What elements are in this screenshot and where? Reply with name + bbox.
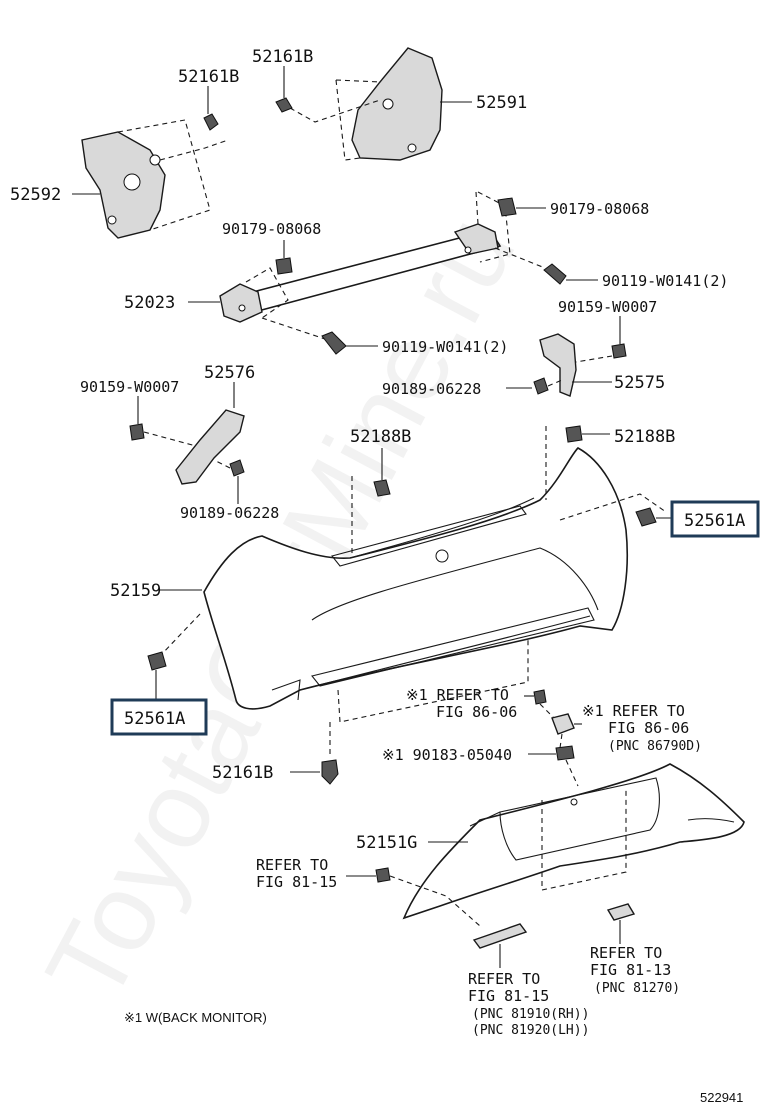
screw-90159-left[interactable]	[129, 423, 145, 441]
retainer-52576[interactable]	[175, 409, 245, 485]
clip-90189-right[interactable]	[533, 377, 549, 395]
refer-81-15-a-line1: REFER TO	[256, 856, 328, 874]
label-90119-left[interactable]: 90119-W0141(2)	[382, 338, 508, 356]
clip-52161b-left[interactable]	[203, 113, 219, 131]
label-52561a-right[interactable]: 52561A	[684, 511, 745, 531]
label-52159[interactable]: 52159	[110, 581, 161, 601]
label-52561a-left[interactable]: 52561A	[124, 709, 185, 729]
refer-86-06-a-line2: FIG 86-06	[436, 703, 517, 721]
label-90183[interactable]: ※1 90183-05040	[382, 746, 512, 764]
highlight-box-right	[670, 500, 760, 538]
bracket-52591[interactable]	[351, 47, 443, 161]
label-90119-right[interactable]: 90119-W0141(2)	[602, 272, 728, 290]
retainer-52561a-left[interactable]	[147, 651, 167, 671]
label-52161b-left[interactable]: 52161B	[178, 67, 239, 87]
diagram-id: 522941	[700, 1090, 743, 1105]
label-90179-right[interactable]: 90179-08068	[550, 200, 649, 218]
label-90159-left[interactable]: 90159-W0007	[80, 378, 179, 396]
label-90189-right[interactable]: 90189-06228	[382, 380, 481, 398]
label-52023[interactable]: 52023	[124, 293, 175, 313]
refer-81-13-line1: REFER TO	[590, 944, 662, 962]
license-lamp[interactable]	[606, 903, 636, 921]
refer-81-15-b-line4: (PNC 81920(LH))	[472, 1023, 589, 1038]
refer-81-15-a-line2: FIG 81-15	[256, 873, 337, 891]
label-52591[interactable]: 52591	[476, 93, 527, 113]
refer-81-13-line2: FIG 81-13	[590, 961, 671, 979]
clip-52161b-top[interactable]	[275, 97, 293, 113]
refer-81-15-b-line2: FIG 81-15	[468, 987, 549, 1005]
label-52592[interactable]: 52592	[10, 185, 61, 205]
label-90159-right[interactable]: 90159-W0007	[558, 298, 657, 316]
screw-90159-right[interactable]	[611, 343, 627, 359]
nut-52188b-left[interactable]	[373, 479, 391, 497]
clip-81-15[interactable]	[375, 867, 391, 883]
lower-cover-52151g[interactable]	[402, 763, 745, 920]
reinforcement-52023[interactable]	[219, 223, 502, 323]
retainer-52575[interactable]	[539, 333, 577, 397]
bracket-90183[interactable]	[555, 745, 575, 761]
label-52188b-left[interactable]: 52188B	[350, 427, 411, 447]
label-52161b-bottom[interactable]: 52161B	[212, 763, 273, 783]
label-52161b-top[interactable]: 52161B	[252, 47, 313, 67]
label-90189-left[interactable]: 90189-06228	[180, 504, 279, 522]
label-52188b-right[interactable]: 52188B	[614, 427, 675, 447]
clip-52161b-bottom[interactable]	[321, 759, 339, 785]
bumper-cover-52159[interactable]	[203, 447, 629, 710]
refer-86-06-b-line1: ※1 REFER TO	[582, 702, 685, 720]
label-90179-left[interactable]: 90179-08068	[222, 220, 321, 238]
nut-90179-left[interactable]	[275, 257, 293, 275]
camera-clip[interactable]	[533, 689, 547, 705]
refer-86-06-b-line2: FIG 86-06	[608, 719, 689, 737]
reflector[interactable]	[472, 923, 528, 949]
refer-81-15-b-line3: (PNC 81910(RH))	[472, 1007, 589, 1022]
bolt-90119-left[interactable]	[321, 331, 347, 355]
retainer-52561a-right[interactable]	[635, 507, 657, 527]
label-52151g[interactable]: 52151G	[356, 833, 417, 853]
refer-81-15-b-line1: REFER TO	[468, 970, 540, 988]
highlight-box-left	[110, 698, 208, 736]
label-52575[interactable]: 52575	[614, 373, 665, 393]
nut-90179-right[interactable]	[497, 197, 517, 217]
bolt-90119-right[interactable]	[543, 263, 567, 285]
back-camera[interactable]	[551, 713, 575, 735]
nut-52188b-right[interactable]	[565, 425, 583, 443]
label-52576[interactable]: 52576	[204, 363, 255, 383]
footnote: ※1 W(BACK MONITOR)	[124, 1010, 267, 1025]
refer-86-06-a-line1: ※1 REFER TO	[406, 686, 509, 704]
refer-81-13-line3: (PNC 81270)	[594, 981, 680, 996]
clip-90189-left[interactable]	[229, 459, 245, 477]
bracket-52592[interactable]	[81, 131, 166, 239]
refer-86-06-b-line3: (PNC 86790D)	[608, 739, 702, 754]
